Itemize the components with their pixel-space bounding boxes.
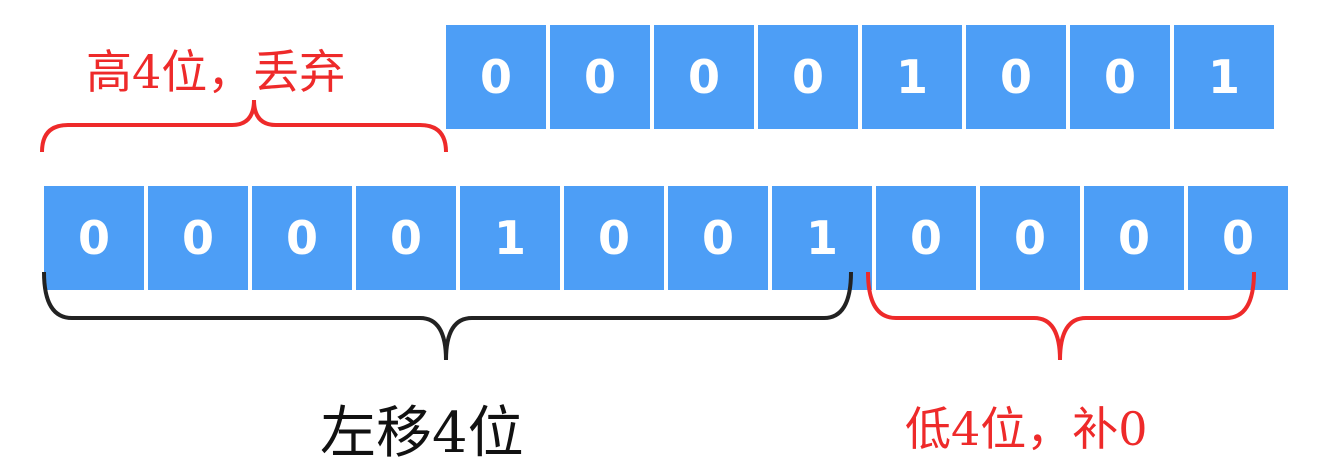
bit-cell: 1	[1174, 25, 1274, 129]
bit-cell: 0	[446, 25, 546, 129]
bit-cell: 1	[772, 186, 872, 290]
bit-cell: 0	[668, 186, 768, 290]
bit-cell: 0	[876, 186, 976, 290]
bit-cell: 1	[460, 186, 560, 290]
shift-left-bracket	[42, 271, 853, 361]
low-bits-fill-label: 低4位，补0	[905, 402, 1148, 456]
bit-cell: 0	[550, 25, 650, 129]
bit-cell: 0	[44, 186, 144, 290]
bit-cell: 0	[1188, 186, 1288, 290]
bit-cell: 0	[1084, 186, 1184, 290]
bit-cell: 0	[966, 25, 1066, 129]
bit-cell: 0	[252, 186, 352, 290]
bit-cell: 0	[1070, 25, 1170, 129]
bit-cell: 0	[148, 186, 248, 290]
bit-cell: 0	[980, 186, 1080, 290]
high-bits-bracket	[40, 99, 448, 153]
high-bits-discard-label: 高4位，丢弃	[86, 45, 346, 99]
shift-left-label: 左移4位	[320, 401, 524, 466]
bit-cell: 0	[356, 186, 456, 290]
bit-cell: 0	[564, 186, 664, 290]
bit-cell: 0	[654, 25, 754, 129]
bit-cell: 1	[862, 25, 962, 129]
bit-cell: 0	[758, 25, 858, 129]
low-bits-bracket	[866, 271, 1256, 361]
